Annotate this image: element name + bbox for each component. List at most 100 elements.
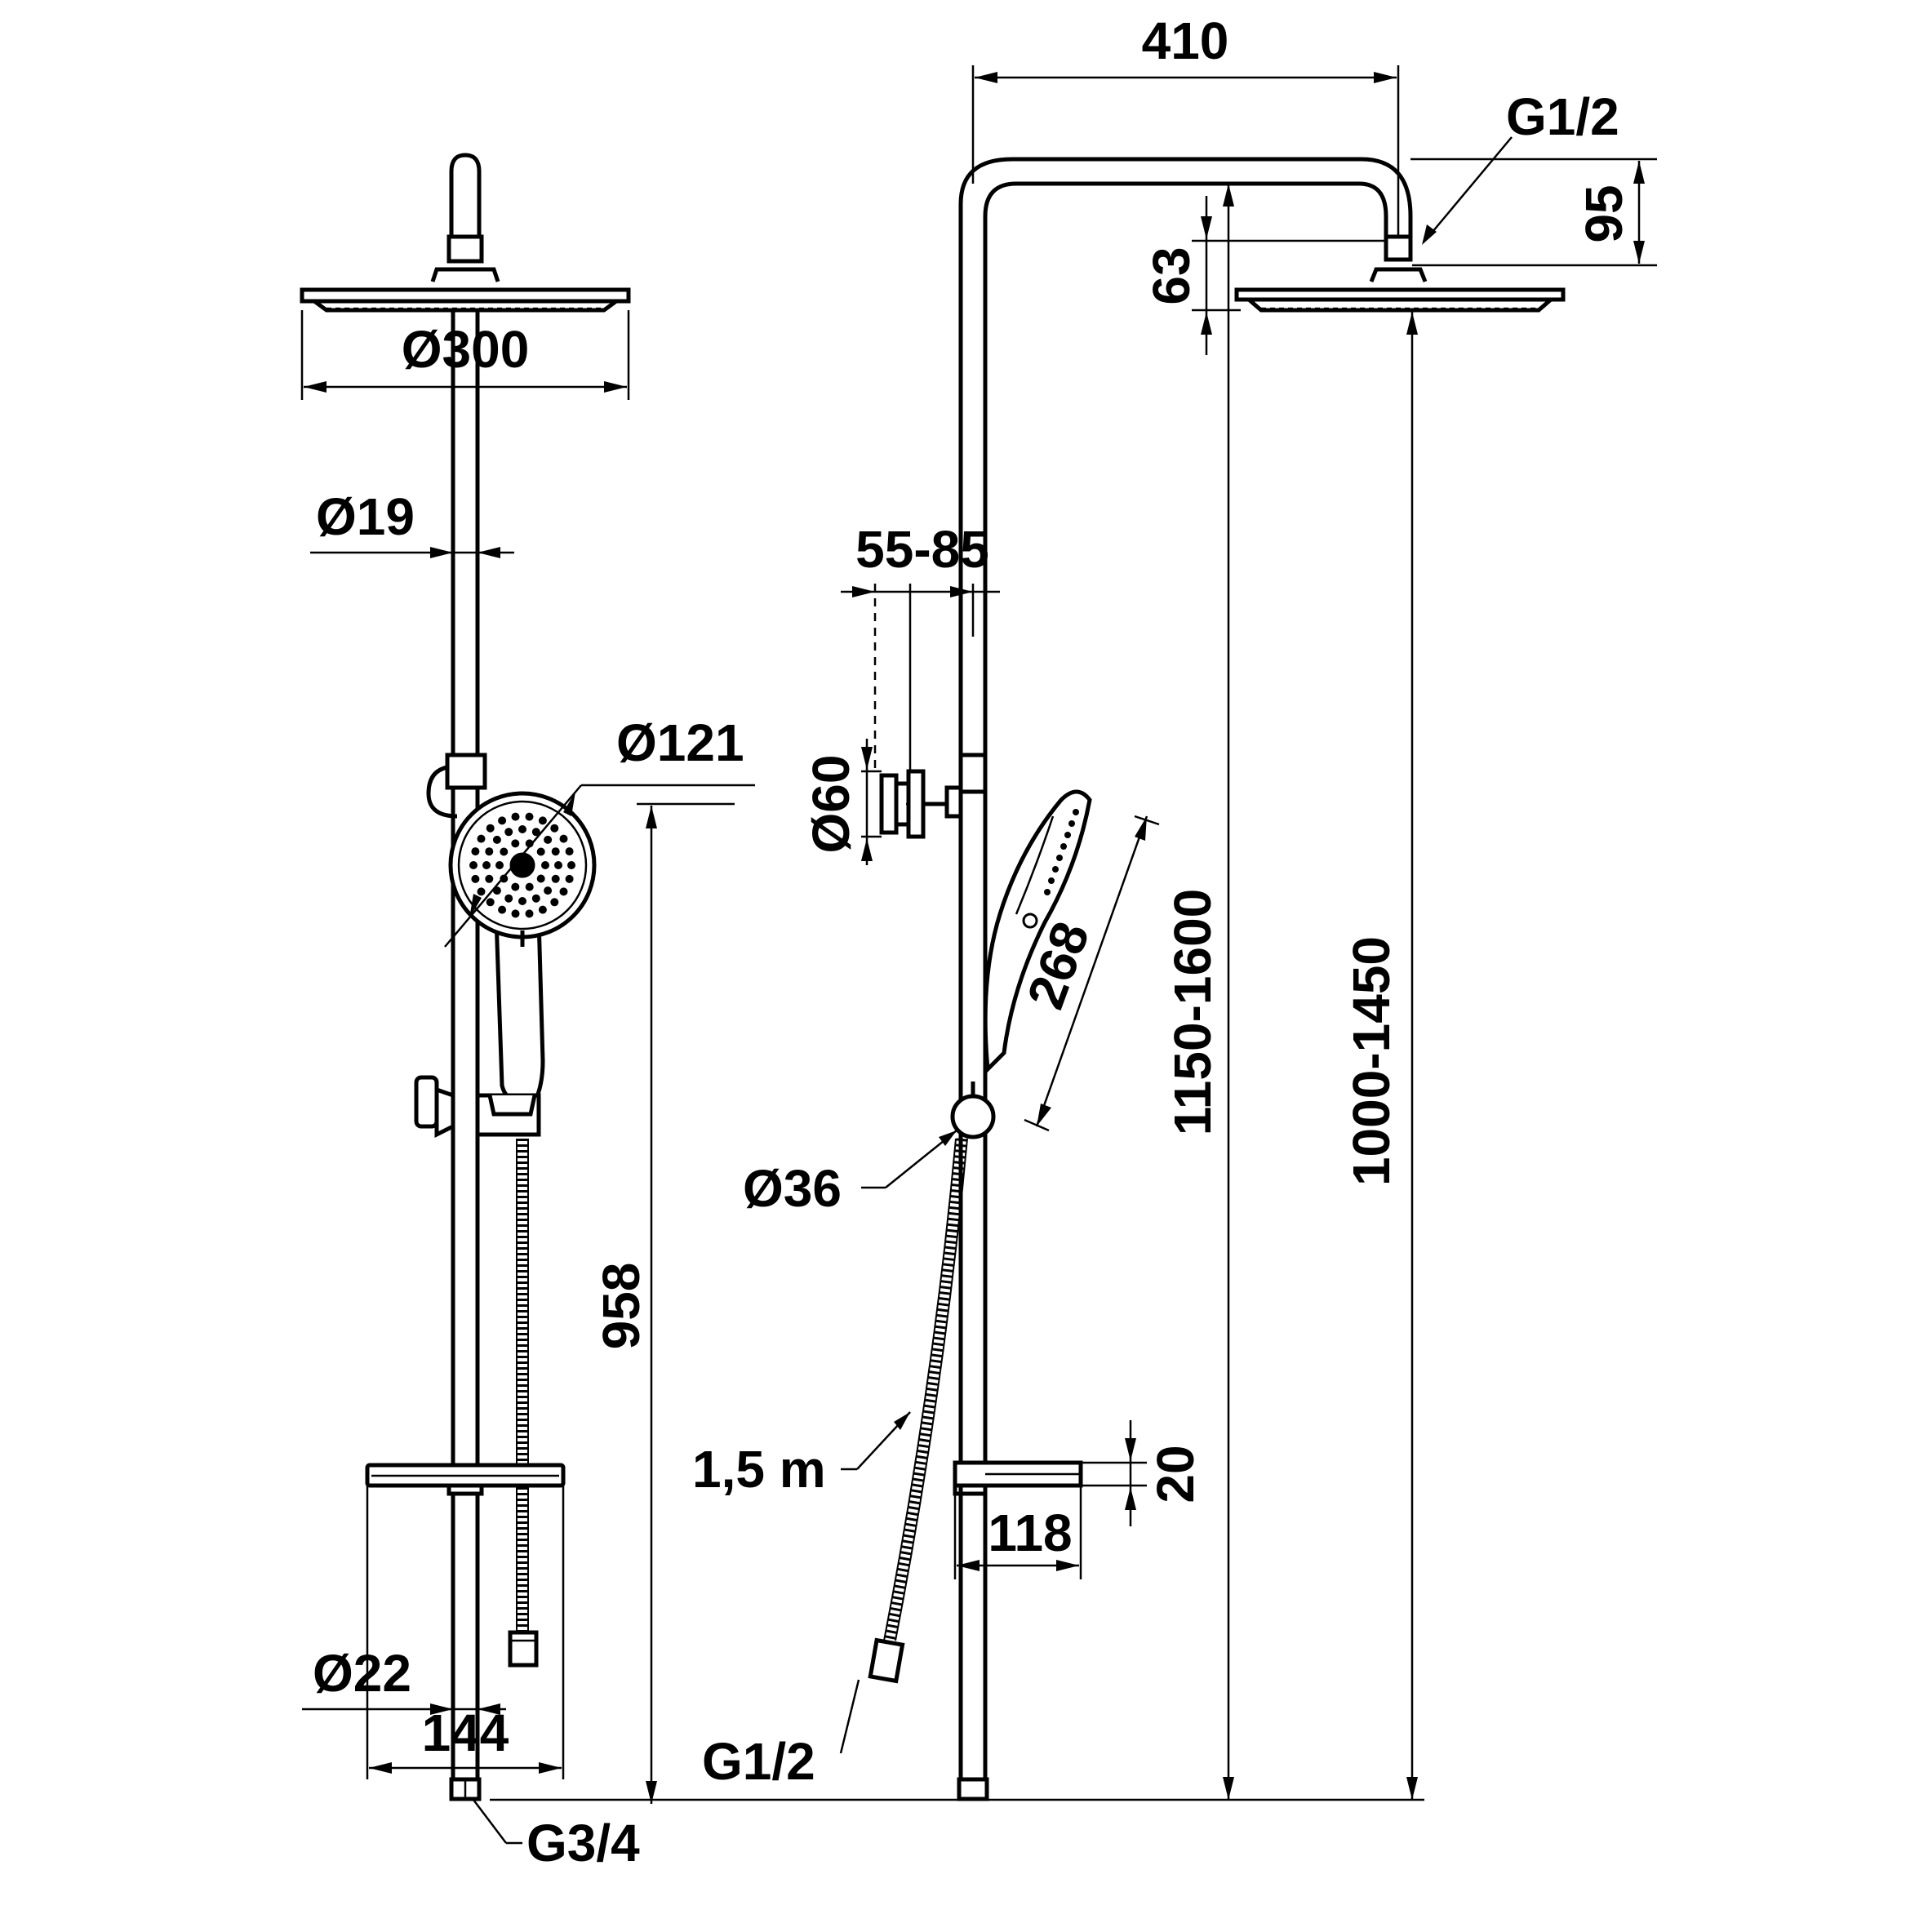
dimension-bracket-diameter: Ø60 (802, 739, 882, 865)
nozzle-dot (511, 812, 520, 821)
nozzle-dot (1060, 843, 1067, 850)
nozzle-dot (544, 886, 553, 895)
label-arm-reach: 410 (1142, 11, 1229, 70)
nozzle-dot (525, 812, 534, 821)
nozzle-dot (531, 894, 540, 903)
nozzle-dot (551, 874, 560, 883)
rain-shower-head-side (1234, 287, 1566, 313)
dimension-pipe-diameter: Ø19 (310, 487, 514, 558)
label-holder-diameter: Ø36 (743, 1159, 842, 1218)
hand-shower-side (983, 789, 1092, 1074)
dimension-head-height: 63 (1142, 196, 1388, 355)
hose-side (868, 1138, 968, 1684)
nozzle-dot (471, 847, 480, 856)
label-pipe-diameter: Ø19 (316, 487, 415, 546)
nozzle-dot (495, 861, 504, 869)
nozzle-dot (1073, 809, 1079, 815)
wall-bracket-side (879, 753, 988, 839)
label-hose-length-callout: 1,5 m (692, 1411, 911, 1499)
nozzle-dot (554, 861, 562, 869)
nozzle-dot (471, 874, 480, 883)
hose-front (508, 1139, 539, 1668)
label-wall-distance: 55-85 (855, 520, 989, 579)
nozzle-dot (492, 835, 501, 844)
holder-side (950, 1081, 996, 1139)
nozzle-dot (511, 882, 520, 891)
nozzle-dot (565, 874, 574, 883)
nozzle-dot (498, 816, 507, 825)
nozzle-dot (518, 897, 526, 905)
nozzle-dot (1064, 832, 1071, 838)
nozzle-dot (559, 887, 568, 896)
shelf-front (365, 1463, 566, 1496)
nozzle-dot (1048, 877, 1055, 884)
nozzle-dot (518, 825, 526, 833)
dimension-head-drop: 95 (1410, 158, 1657, 267)
label-lower-pipe-diameter: Ø22 (313, 1644, 411, 1703)
label-head-thread: G1/2 (1506, 87, 1619, 146)
nozzle-dot (498, 905, 507, 914)
nozzle-dot (541, 861, 549, 869)
label-head-thread-callout: G1/2 (1422, 87, 1619, 245)
nozzle-dot (550, 898, 559, 907)
label-shelf-height: 20 (1146, 1445, 1205, 1503)
rain-shower-head-front (300, 287, 631, 313)
nozzle-dot (511, 839, 520, 848)
label-inlet-thread-callout: G3/4 (473, 1799, 640, 1872)
nozzle-dot (565, 847, 574, 856)
nozzle-dot (485, 874, 494, 883)
label-hose-thread: G1/2 (702, 1732, 815, 1791)
nozzle-dot (567, 861, 575, 869)
nozzle-dot (536, 847, 545, 856)
label-height-front: 958 (592, 1263, 651, 1350)
nozzle-dot (485, 847, 494, 856)
side-view: 410 G1/2 95 63 (490, 11, 1657, 1801)
dimension-head-diameter: Ø300 (300, 310, 630, 400)
nozzle-dot (477, 834, 486, 843)
nozzle-dot (525, 909, 534, 918)
nozzle-dot (1068, 820, 1075, 827)
dimension-shelf-width: 144 (366, 1486, 565, 1779)
label-adjustable-height-head: 1000-1450 (1342, 936, 1401, 1186)
holder-front (414, 1075, 541, 1139)
nozzle-dot (536, 874, 545, 883)
upper-slider-front (426, 753, 487, 819)
dimension-shelf-height: 20 (1081, 1420, 1205, 1526)
shelf-side (953, 1460, 1083, 1496)
nozzle-dot (538, 905, 547, 914)
nozzle-dot (551, 847, 560, 856)
nozzle-dot (531, 828, 540, 837)
label-hand-shower-diameter: Ø121 (616, 713, 744, 772)
label-bracket-diameter: Ø60 (802, 755, 860, 854)
riser-pipe-side (957, 157, 1428, 1801)
riser-pipe-front (449, 308, 482, 1801)
label-holder-diameter-callout: Ø36 (743, 1130, 957, 1218)
dimension-hand-shower-diameter: Ø121 (444, 713, 755, 948)
label-hose-thread-callout: G1/2 (702, 1679, 860, 1791)
nozzle-dot (538, 816, 547, 825)
nozzle-dot (511, 909, 520, 918)
label-head-drop: 95 (1575, 184, 1633, 242)
dimension-wall-distance: 55-85 (841, 520, 1000, 771)
label-head-height: 63 (1142, 246, 1201, 304)
nozzle-dot (525, 882, 534, 891)
nozzle-dot (559, 834, 568, 843)
nozzle-dot (504, 894, 513, 903)
dimension-arm-reach: 410 (971, 11, 1400, 237)
nozzle-dot (1044, 889, 1051, 895)
label-head-diameter: Ø300 (402, 320, 530, 379)
label-inlet-thread: G3/4 (526, 1814, 640, 1872)
nozzle-dot (1056, 855, 1063, 861)
nozzle-dot (469, 861, 478, 869)
label-hose-length: 1,5 m (692, 1440, 826, 1499)
label-shelf-depth: 118 (988, 1503, 1072, 1562)
dimension-height-front: 958 (592, 802, 735, 1804)
dimension-shelf-depth: 118 (953, 1486, 1082, 1579)
dimension-adjustable-height-total: 1150-1600 (1163, 184, 1234, 1800)
label-adjustable-height-total: 1150-1600 (1163, 889, 1222, 1136)
label-shelf-width: 144 (422, 1703, 509, 1762)
nozzle-dot (482, 861, 491, 869)
dimension-lower-pipe-diameter: Ø22 (302, 1644, 506, 1715)
nozzle-dot (477, 887, 486, 896)
